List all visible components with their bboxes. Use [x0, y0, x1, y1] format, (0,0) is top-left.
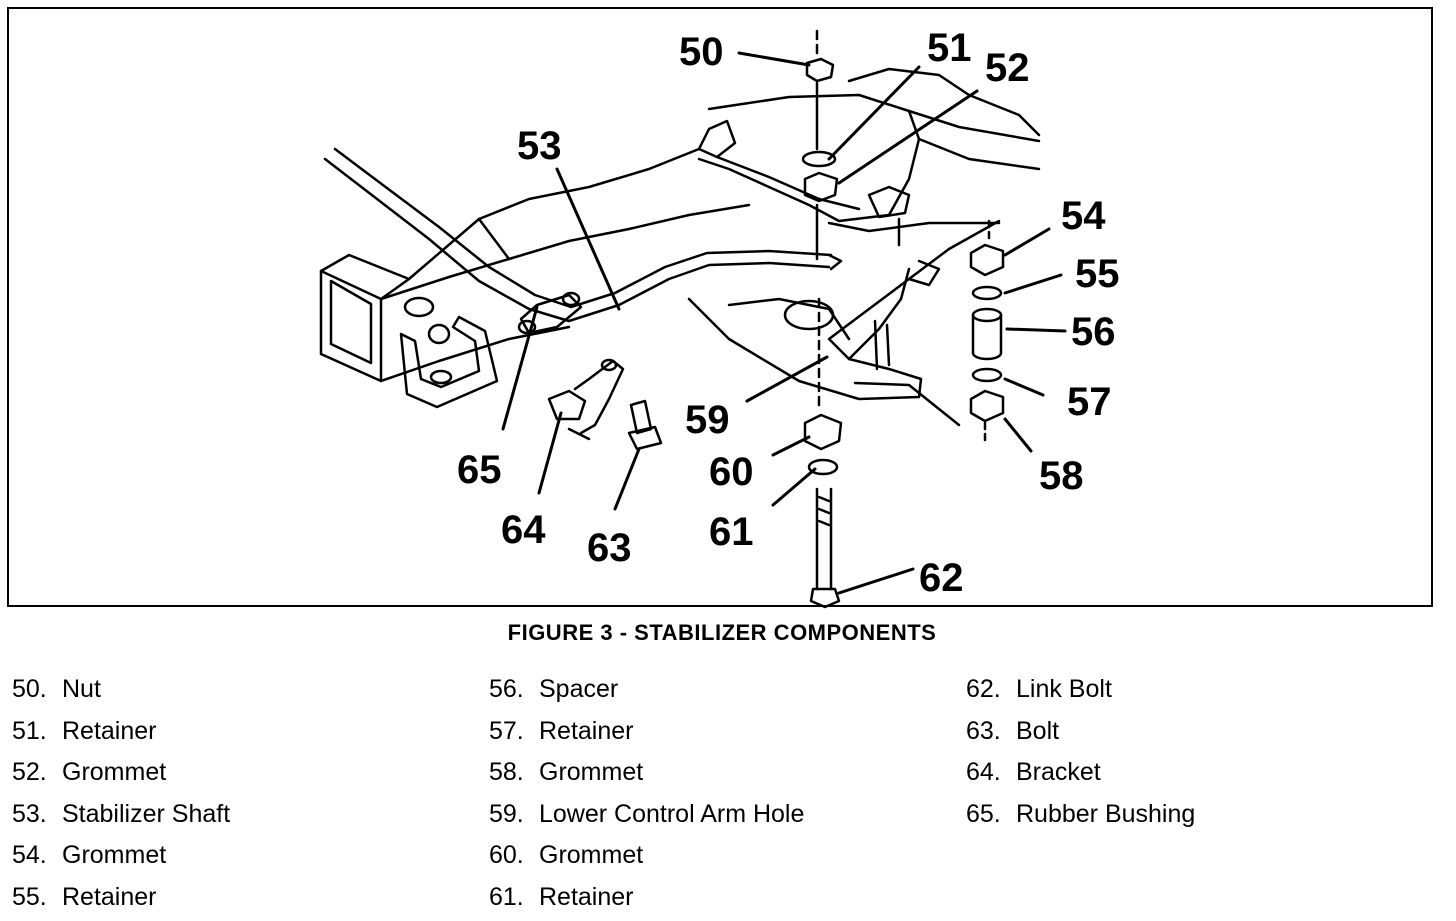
callout-58: 58: [1039, 454, 1084, 498]
bolt-drawing: [629, 401, 661, 449]
legend-item-number: 50.: [12, 672, 62, 706]
callout-63: 63: [587, 526, 632, 570]
legend-item: 57.Retainer: [489, 714, 959, 756]
legend-item-number: 51.: [12, 714, 62, 748]
legend-item: 53.Stabilizer Shaft: [12, 797, 482, 839]
link-stack-right: [971, 221, 1003, 441]
legend-item-label: Lower Control Arm Hole: [539, 800, 804, 828]
legend-item-number: 53.: [12, 797, 62, 831]
callout-59: 59: [685, 398, 730, 442]
callout-56: 56: [1071, 310, 1116, 354]
legend-item: 62.Link Bolt: [966, 672, 1436, 714]
legend-item-number: 61.: [489, 880, 539, 914]
legend-item: 51.Retainer: [12, 714, 482, 756]
legend-item-number: 52.: [12, 755, 62, 789]
legend-item-number: 56.: [489, 672, 539, 706]
legend-item: 65.Rubber Bushing: [966, 797, 1436, 839]
legend-item-label: Bracket: [1016, 758, 1101, 786]
legend-item-label: Retainer: [539, 883, 634, 911]
legend-item-number: 62.: [966, 672, 1016, 706]
legend-item: 50.Nut: [12, 672, 482, 714]
callout-51: 51: [927, 26, 972, 70]
callout-57: 57: [1067, 380, 1112, 424]
callout-62: 62: [919, 556, 964, 600]
legend-item-label: Spacer: [539, 675, 618, 703]
figure-caption: FIGURE 3 - STABILIZER COMPONENTS: [0, 620, 1444, 646]
callout-55: 55: [1075, 252, 1120, 296]
legend-item-label: Nut: [62, 675, 101, 703]
upper-control-arm: [699, 69, 1039, 245]
legend-item: 60.Grommet: [489, 838, 959, 880]
callout-54: 54: [1061, 194, 1106, 238]
legend-item-label: Bolt: [1016, 717, 1059, 745]
legend-item: 58.Grommet: [489, 755, 959, 797]
legend-item-label: Retainer: [62, 717, 157, 745]
legend-item-number: 65.: [966, 797, 1016, 831]
callout-61: 61: [709, 510, 754, 554]
stabilizer-diagram: 50 51 52 53 54 55 56 57 58 59 60 61 62 63 64 65: [9, 9, 1435, 609]
legend-item: 64.Bracket: [966, 755, 1436, 797]
legend-item: 63.Bolt: [966, 714, 1436, 756]
legend-item-label: Stabilizer Shaft: [62, 800, 230, 828]
legend-item-number: 54.: [12, 838, 62, 872]
legend-item-number: 64.: [966, 755, 1016, 789]
legend-item-label: Grommet: [539, 841, 643, 869]
callout-65: 65: [457, 448, 502, 492]
legend-item-label: Retainer: [62, 883, 157, 911]
callout-labels: 50 51 52 53 54 55 56 57 58 59 60 61 62 63 64 65: [457, 26, 1120, 600]
callout-52: 52: [985, 46, 1030, 90]
legend-item: 54.Grommet: [12, 838, 482, 880]
legend-item-label: Link Bolt: [1016, 675, 1112, 703]
leader-lines: [503, 53, 1065, 593]
legend-item: 59.Lower Control Arm Hole: [489, 797, 959, 839]
legend-item-label: Retainer: [539, 717, 634, 745]
legend-item-number: 58.: [489, 755, 539, 789]
legend-item-number: 55.: [12, 880, 62, 914]
diagram-frame: 50 51 52 53 54 55 56 57 58 59 60 61 62 63 64 65: [7, 7, 1433, 607]
callout-50: 50: [679, 30, 724, 74]
legend-item: 55.Retainer: [12, 880, 482, 921]
legend-item: 61.Retainer: [489, 880, 959, 921]
legend-item-label: Grommet: [62, 758, 166, 786]
legend-item-label: Rubber Bushing: [1016, 800, 1195, 828]
legend-item-number: 59.: [489, 797, 539, 831]
callout-53: 53: [517, 124, 562, 168]
legend-item-number: 60.: [489, 838, 539, 872]
legend-item-number: 57.: [489, 714, 539, 748]
legend-item: 56.Spacer: [489, 672, 959, 714]
callout-64: 64: [501, 508, 546, 552]
legend-item-label: Grommet: [62, 841, 166, 869]
legend-item: 52.Grommet: [12, 755, 482, 797]
callout-60: 60: [709, 450, 754, 494]
legend-item-label: Grommet: [539, 758, 643, 786]
legend-item-number: 63.: [966, 714, 1016, 748]
